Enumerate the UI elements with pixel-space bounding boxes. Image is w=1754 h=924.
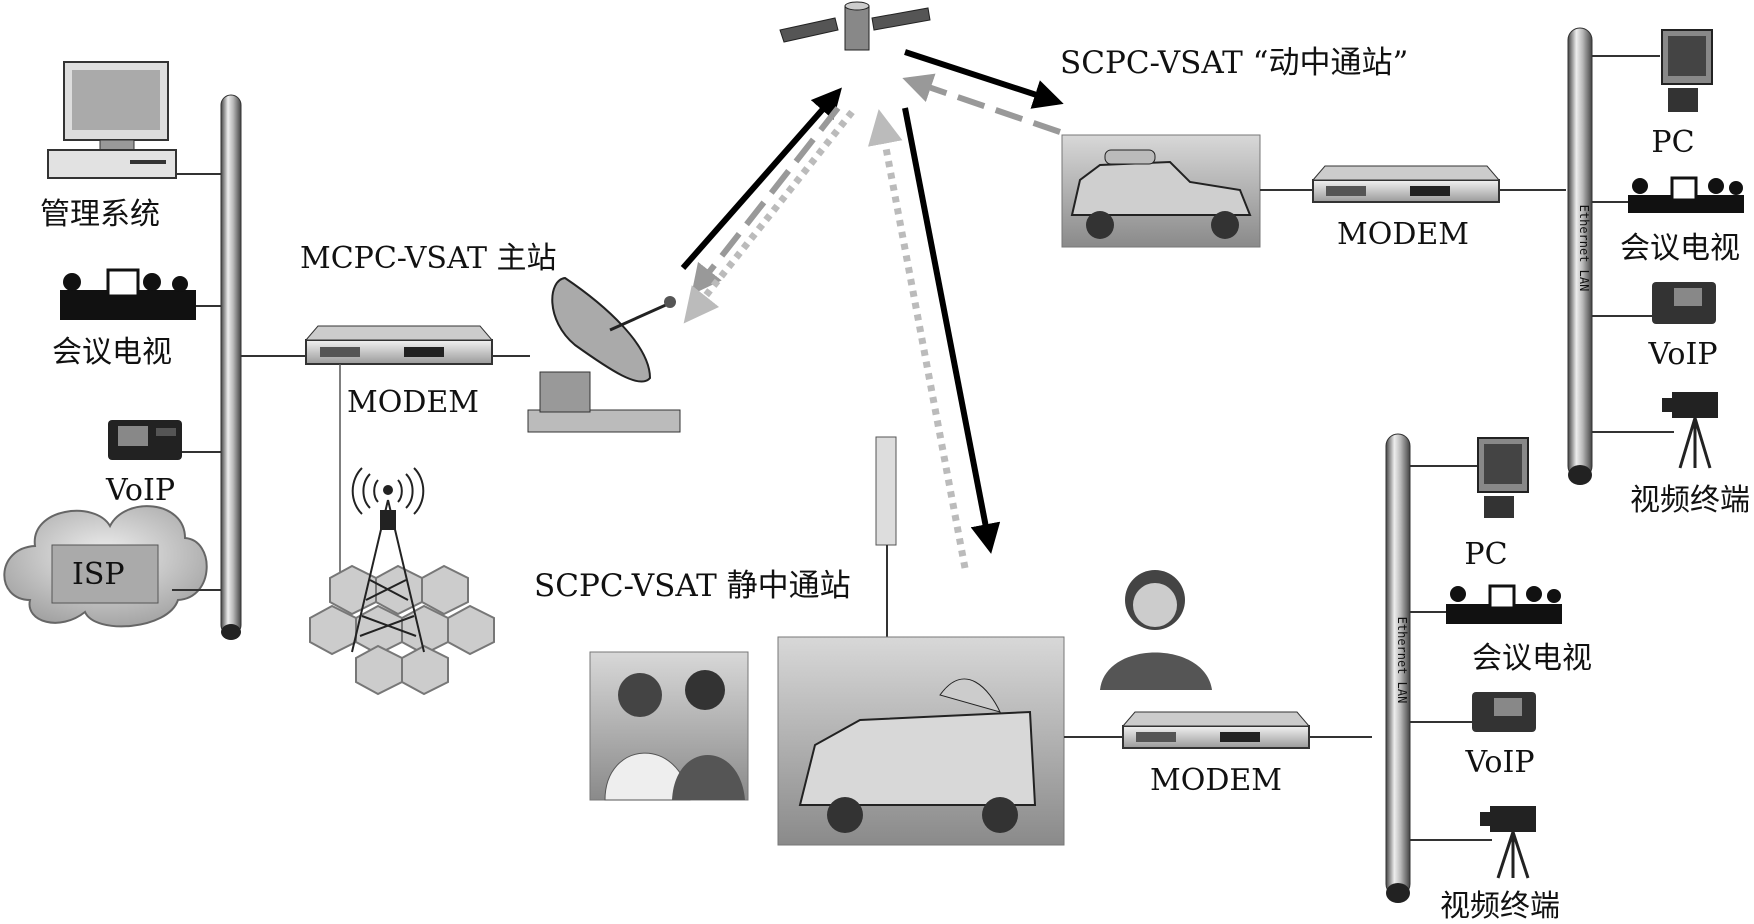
voip-label-static: VoIP <box>1465 745 1535 780</box>
pc-label-static: PC <box>1464 537 1508 572</box>
video-conference-label: 会议电视 <box>52 335 172 370</box>
pc-icon-static <box>1477 437 1529 518</box>
modem-static-icon <box>1121 711 1311 749</box>
isp-label: ISP <box>72 557 125 592</box>
modem-main-label: MODEM <box>347 385 479 420</box>
satellite-van-photo <box>777 636 1065 846</box>
video-conference-icon-static <box>1446 584 1562 624</box>
video-camera-icon-mobile <box>1662 392 1718 469</box>
video-conference-label-static: 会议电视 <box>1472 641 1592 676</box>
video-camera-icon-static <box>1480 806 1536 879</box>
uplink-main-arrow <box>680 87 842 270</box>
satellite-links <box>680 49 1064 569</box>
satellite-icon <box>779 1 931 51</box>
pc-icon-mobile <box>1661 29 1713 112</box>
antenna-mast-icon <box>875 436 897 638</box>
management-computer-icon <box>47 61 177 179</box>
modem-mobile-icon <box>1311 165 1501 203</box>
uplink-mobile-arrow <box>902 73 1061 135</box>
downlink-mobile-arrow <box>904 49 1064 109</box>
cell-tower-icon <box>309 467 495 696</box>
businesswoman-photo <box>1100 570 1212 690</box>
ethernet-lan-label-mobile: Ethernet LAN <box>1577 205 1591 292</box>
voip-label-mobile: VoIP <box>1648 337 1718 372</box>
downlink-static-arrow <box>902 107 1001 554</box>
isp-cloud-icon <box>3 505 208 628</box>
downlink-main-dotted-arrow <box>683 109 855 324</box>
pc-label-mobile: PC <box>1651 125 1695 160</box>
voip-phone-icon-static <box>1472 692 1536 732</box>
ethernet-bus-left <box>220 94 242 640</box>
downlink-main-arrow <box>691 106 841 295</box>
management-system-label: 管理系统 <box>40 197 160 232</box>
voip-label: VoIP <box>106 473 176 508</box>
modem-static-label: MODEM <box>1150 763 1282 798</box>
uplink-static-dotted-arrow <box>867 109 969 569</box>
ethernet-bus-mobile <box>1567 27 1593 485</box>
video-conference-icon <box>60 268 196 320</box>
voip-phone-icon <box>108 420 182 460</box>
static-station-title: SCPC-VSAT 静中通站 <box>534 568 851 604</box>
dish-antenna-icon <box>527 276 681 433</box>
video-conference-label-mobile: 会议电视 <box>1620 231 1740 266</box>
mobile-station-title: SCPC-VSAT “动中通站” <box>1060 45 1409 81</box>
people-photo <box>589 651 749 801</box>
main-station-title: MCPC-VSAT 主站 <box>300 241 557 276</box>
mobile-vehicle-photo <box>1061 134 1261 248</box>
video-terminal-label-static: 视频终端 <box>1440 889 1560 924</box>
video-conference-icon-mobile <box>1628 176 1744 213</box>
modem-main-icon <box>304 325 494 365</box>
modem-mobile-label: MODEM <box>1337 217 1469 252</box>
ethernet-bus-static <box>1385 433 1411 903</box>
video-terminal-label-mobile: 视频终端 <box>1630 483 1750 518</box>
voip-phone-icon-mobile <box>1652 282 1716 324</box>
ethernet-lan-label-static: Ethernet LAN <box>1395 617 1409 704</box>
